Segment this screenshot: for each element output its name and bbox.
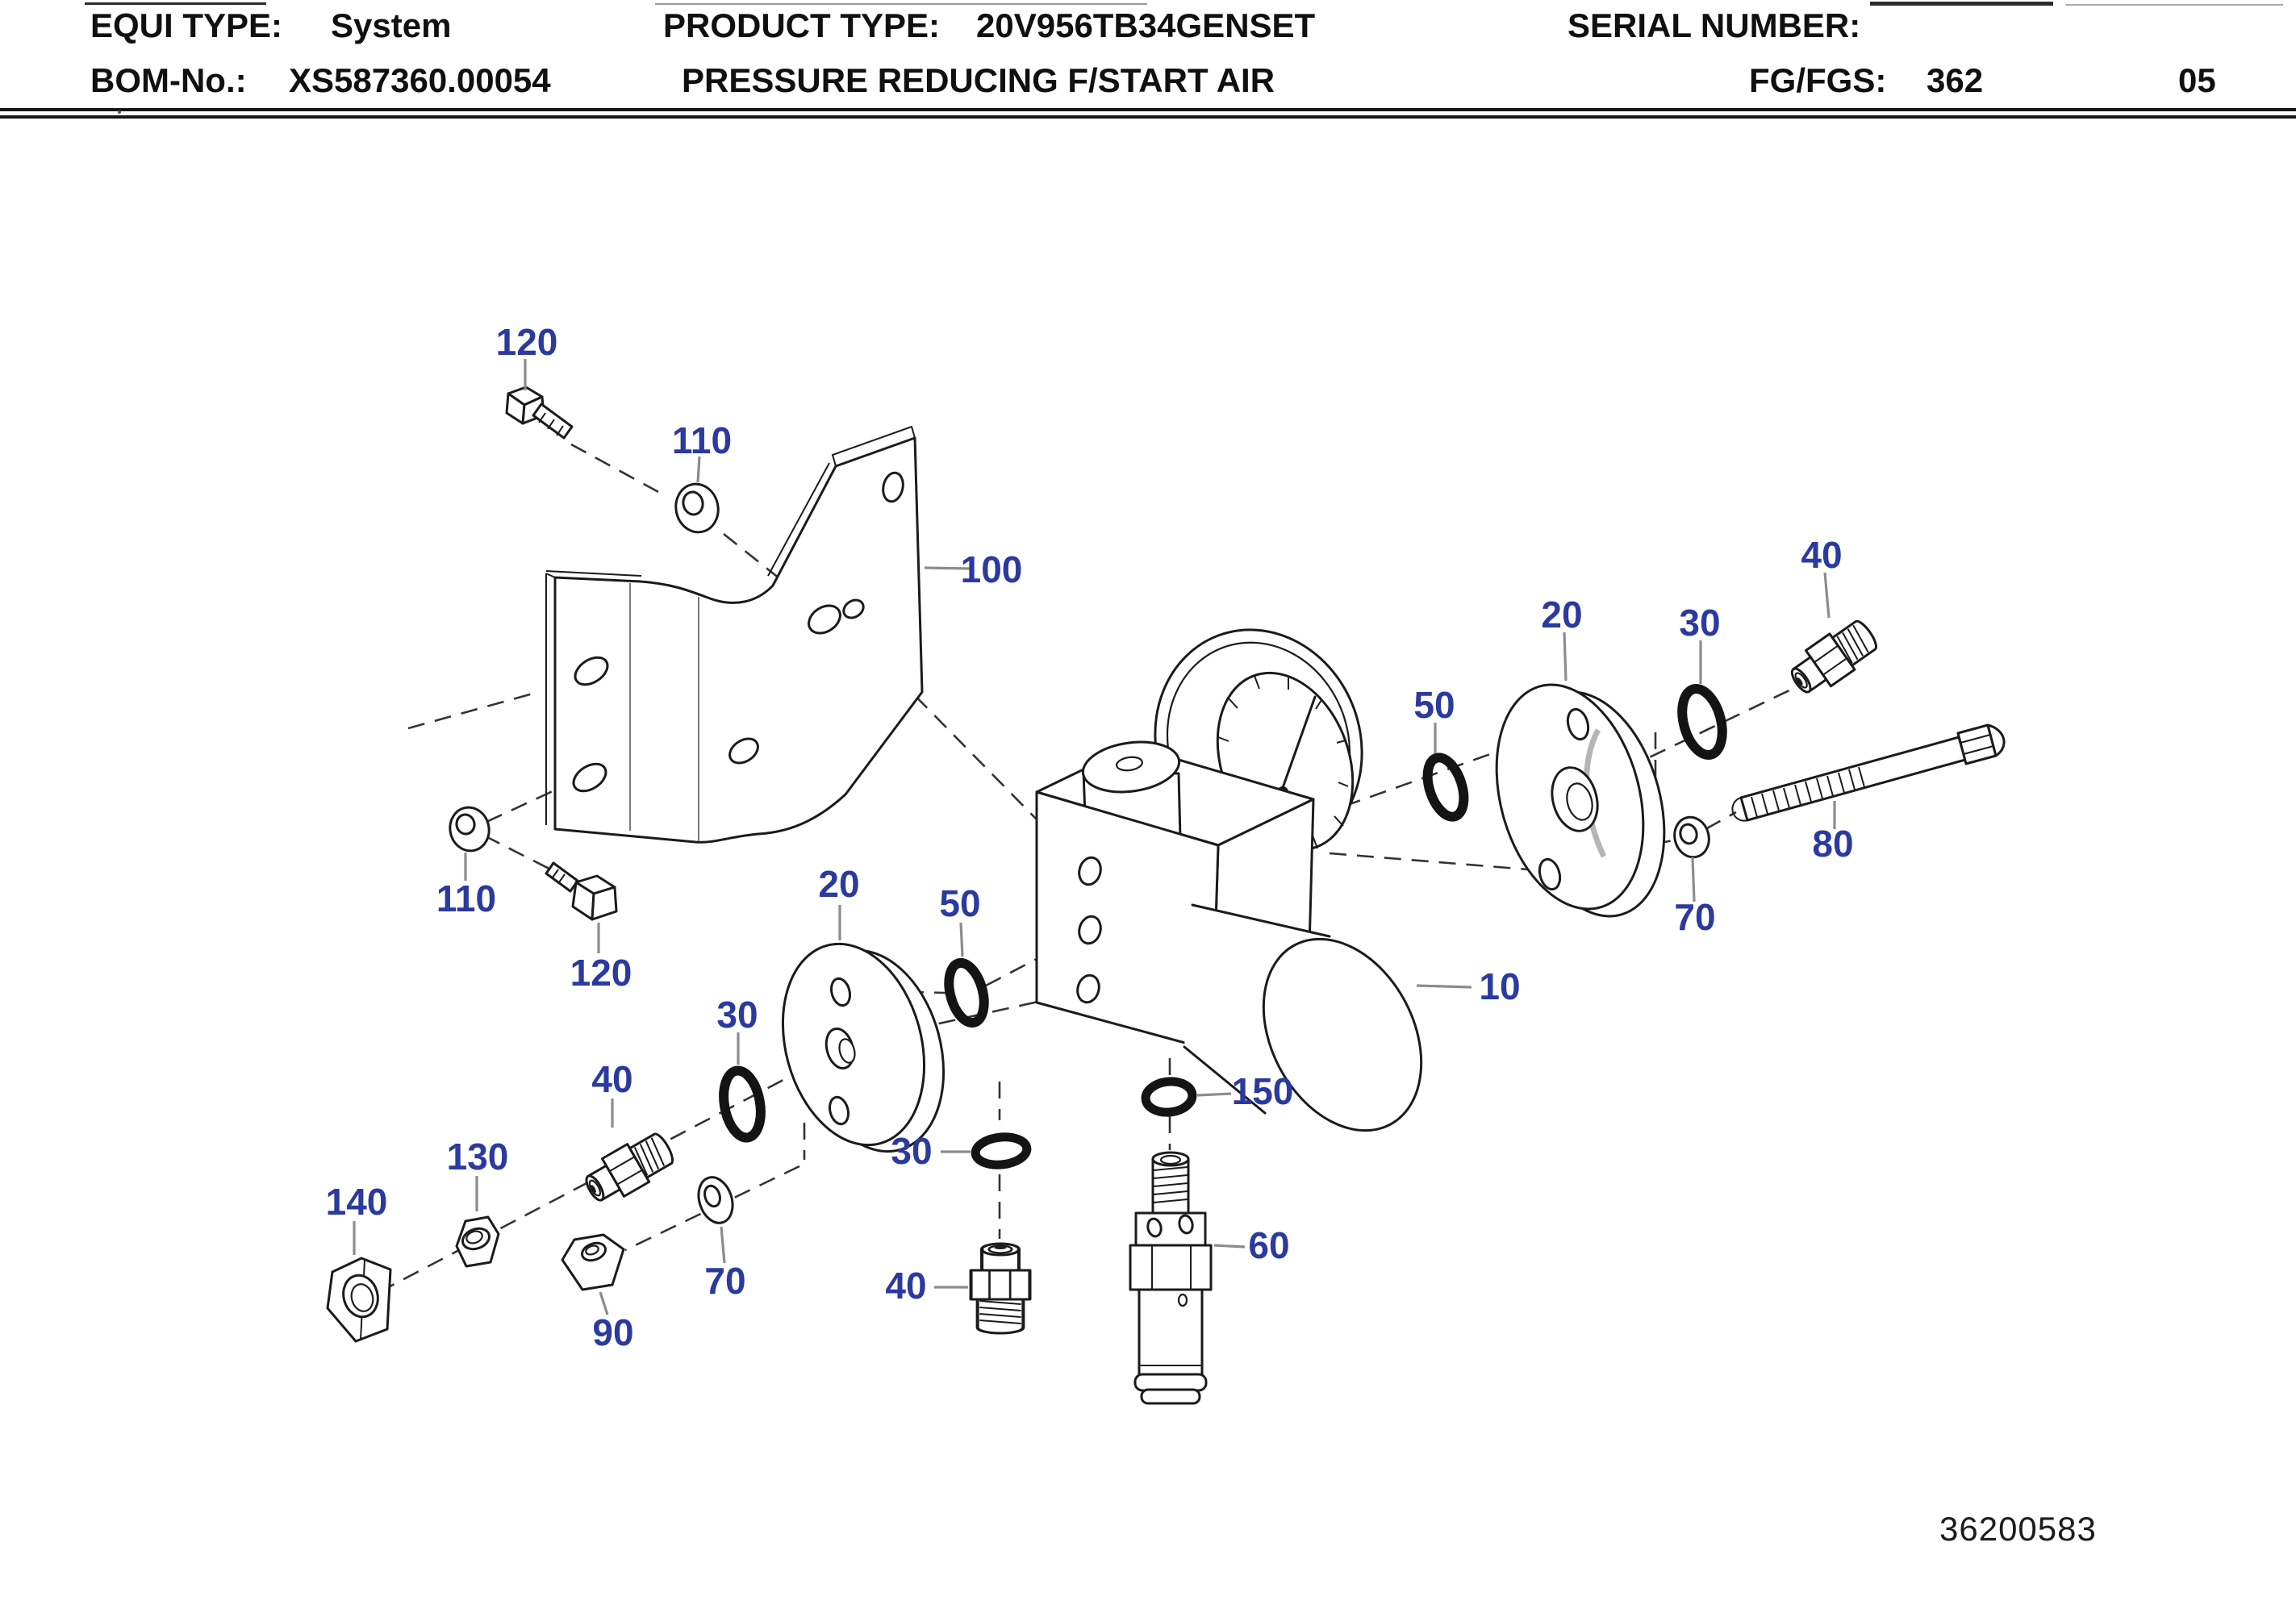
callout-150: 150 (1232, 1070, 1294, 1112)
product-type-label: PRODUCT TYPE: (663, 6, 941, 44)
washer-70-right (1673, 815, 1710, 859)
regulator-cylinder (1183, 903, 1423, 1132)
scan-artifact (1870, 2, 2053, 6)
leader-lines (353, 359, 1836, 1315)
callout-120-left: 120 (570, 952, 632, 994)
fitting-40-bottom (969, 1242, 1032, 1335)
callout-70-right: 70 (1674, 896, 1715, 938)
serial-number-label: SERIAL NUMBER: (1568, 6, 1861, 44)
valve-body-10 (1035, 628, 1423, 1132)
scan-dot (118, 110, 121, 114)
bracket-hole (842, 598, 865, 619)
hex-bolt-80 (1731, 723, 2006, 822)
equi-type-label: EQUI TYPE: (90, 6, 283, 44)
product-type-value: 20V956TB34GENSET (976, 6, 1316, 44)
hex-nut-90 (561, 1233, 625, 1291)
o-ring-30-bottom (971, 1132, 1032, 1169)
bracket-hole (808, 604, 841, 635)
flange-20-mid (781, 942, 946, 1153)
o-ring-30-right (1677, 683, 1727, 761)
callout-labels: 120 110 100 20 50 30 40 130 140 110 120 … (326, 321, 1854, 1353)
hex-bolt-120-left (545, 861, 618, 921)
washer-110-left (449, 806, 491, 853)
callout-60: 60 (1248, 1224, 1289, 1266)
hex-nut-140 (326, 1257, 392, 1343)
bom-label: BOM-No.: (90, 61, 247, 99)
scan-artifact (2065, 4, 2283, 6)
valve-cartridge-60 (1129, 1151, 1213, 1405)
fg-fgs-label: FG/FGS: (1749, 61, 1887, 99)
callout-30-bottom: 30 (891, 1130, 932, 1172)
o-ring-50-mid (944, 957, 989, 1028)
callout-70-bottom: 70 (704, 1260, 745, 1302)
washer-70-bottom (697, 1176, 734, 1224)
fitting-40-left (585, 1132, 674, 1202)
sheet-number: 05 (2178, 61, 2216, 99)
callout-40-right: 40 (1801, 534, 1842, 576)
o-ring-30-mid (719, 1065, 766, 1143)
callout-30-mid: 30 (716, 994, 758, 1036)
bracket-slot-hole (572, 762, 607, 793)
bracket-hole (728, 737, 759, 765)
callout-10: 10 (1479, 965, 1520, 1007)
washer-110-top (674, 482, 720, 534)
hex-bolt-120-top (505, 386, 574, 440)
callout-40-left: 40 (591, 1058, 632, 1100)
callout-110-left: 110 (436, 878, 496, 919)
hex-nut-130 (455, 1215, 500, 1268)
callout-90: 90 (592, 1311, 633, 1353)
bolt-threads (1751, 766, 1865, 818)
callout-50-mid: 50 (939, 882, 980, 924)
header-rule-top (0, 108, 2296, 111)
fitting-40-right (1790, 619, 1877, 694)
callout-20-right: 20 (1541, 594, 1582, 636)
port-hole (1078, 915, 1102, 945)
page-title: PRESSURE REDUCING F/START AIR (682, 61, 1275, 99)
port-hole (1076, 973, 1100, 1004)
o-ring-50-top (1422, 752, 1469, 822)
bracket-plate-slot (882, 471, 904, 503)
callout-50-top: 50 (1413, 684, 1455, 726)
port-hole (1078, 856, 1102, 886)
callout-110-top: 110 (672, 419, 732, 461)
bracket-slot-hole (574, 656, 609, 686)
gauge-needle (1278, 695, 1317, 798)
callout-80: 80 (1812, 823, 1853, 865)
mounting-bracket-100 (545, 425, 924, 844)
flange-20-right (1495, 683, 1666, 918)
callout-120-top: 120 (496, 321, 558, 363)
callout-40-bottom: 40 (885, 1265, 926, 1307)
scan-artifact (85, 2, 266, 5)
callout-140: 140 (326, 1181, 388, 1223)
callout-130: 130 (447, 1136, 509, 1178)
bom-value: XS587360.00054 (289, 61, 551, 99)
header-rule-bottom (0, 115, 2296, 119)
o-ring-150 (1141, 1077, 1197, 1117)
fg-fgs-value: 362 (1927, 61, 1984, 99)
callout-100: 100 (961, 548, 1023, 590)
scan-artifact (655, 3, 1147, 5)
drawing-number: 36200583 (1939, 1510, 2097, 1548)
equi-type-value: System (331, 6, 452, 44)
callout-30-right: 30 (1679, 602, 1720, 644)
callout-20-mid: 20 (818, 863, 859, 905)
